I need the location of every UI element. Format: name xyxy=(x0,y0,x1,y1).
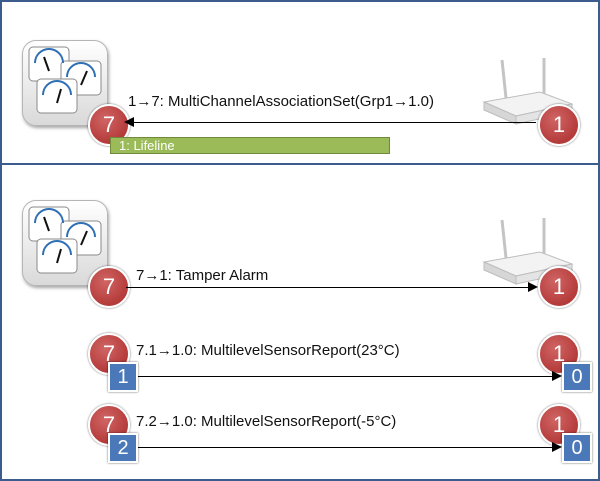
source-endpoint-badge: 1 xyxy=(108,362,138,392)
destination-endpoint-badge: 0 xyxy=(562,433,592,463)
controller-node-badge: 1 xyxy=(538,104,580,146)
tamper-alarm-arrow xyxy=(126,282,538,292)
source-endpoint-badge: 2 xyxy=(108,433,138,463)
destination-endpoint-badge: 0 xyxy=(562,362,592,392)
router-icon xyxy=(482,218,574,290)
lifeline-group-bar: 1: Lifeline xyxy=(110,137,390,154)
association-set-message: 1→7: MultiChannelAssociationSet(Grp1→1.0… xyxy=(128,93,434,110)
tamper-alarm-message: 7→1: Tamper Alarm xyxy=(136,267,269,284)
meter-cluster-icon xyxy=(22,40,108,126)
association-set-arrow xyxy=(124,117,536,127)
controller-node-badge: 1 xyxy=(538,404,580,446)
sensor-report-message: 7.1→1.0: MultilevelSensorReport(23°C) xyxy=(136,342,400,359)
controller-node-badge: 1 xyxy=(538,266,580,308)
sensor-report-arrow xyxy=(138,442,562,452)
sensor-report-arrow xyxy=(138,371,562,381)
sensor-report-message: 7.2→1.0: MultilevelSensorReport(-5°C) xyxy=(136,413,397,430)
sensor-node-badge: 7 xyxy=(88,266,130,308)
